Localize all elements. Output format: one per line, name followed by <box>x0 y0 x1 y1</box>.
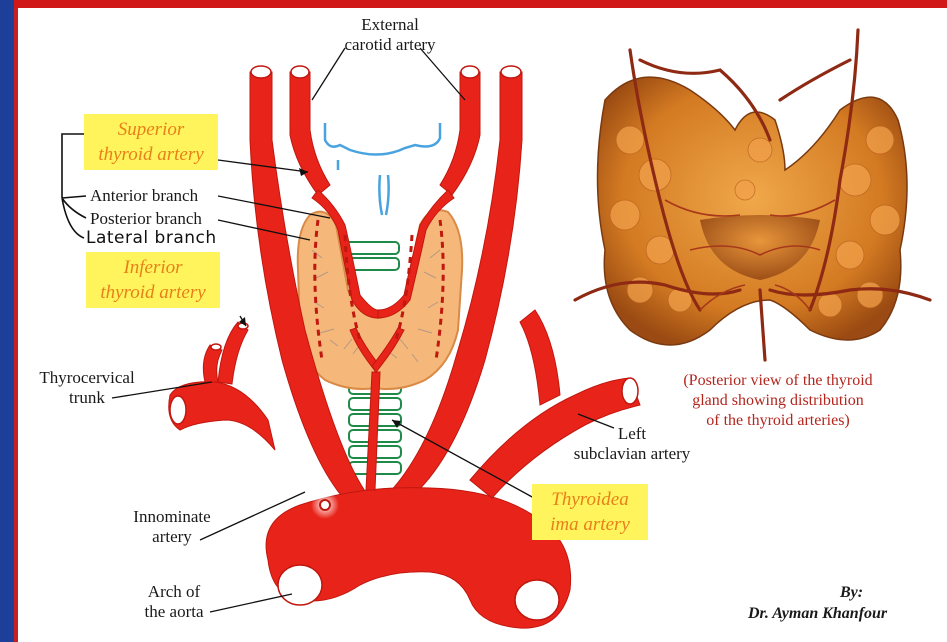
posterior-branch-label: Posterior branch <box>90 209 202 229</box>
lateral-branch-handwritten-label: Lateral branch <box>86 228 217 248</box>
posterior-view-caption: (Posterior view of the thyroid gland sho… <box>660 371 896 431</box>
author-label: Dr. Ayman Khanfour <box>748 604 887 624</box>
left-external-carotid <box>440 72 480 195</box>
thyrocervical-trunk-label: Thyrocervical trunk <box>28 368 146 408</box>
posterior-view-illustration <box>575 30 930 360</box>
innominate-artery-label: Innominate artery <box>120 507 224 547</box>
anterior-branch-label: Anterior branch <box>90 186 198 206</box>
inferior-thyroid-label: Inferior thyroid artery <box>86 252 220 308</box>
thyroid-cartilage <box>325 123 440 215</box>
by-label: By: <box>840 583 863 603</box>
thyroidea-ima-label: Thyroidea ima artery <box>532 484 648 540</box>
arch-of-aorta-label: Arch of the aorta <box>136 582 212 622</box>
superior-thyroid-label: Superior thyroid artery <box>84 114 218 170</box>
external-carotid-label: External carotid artery <box>334 15 446 55</box>
